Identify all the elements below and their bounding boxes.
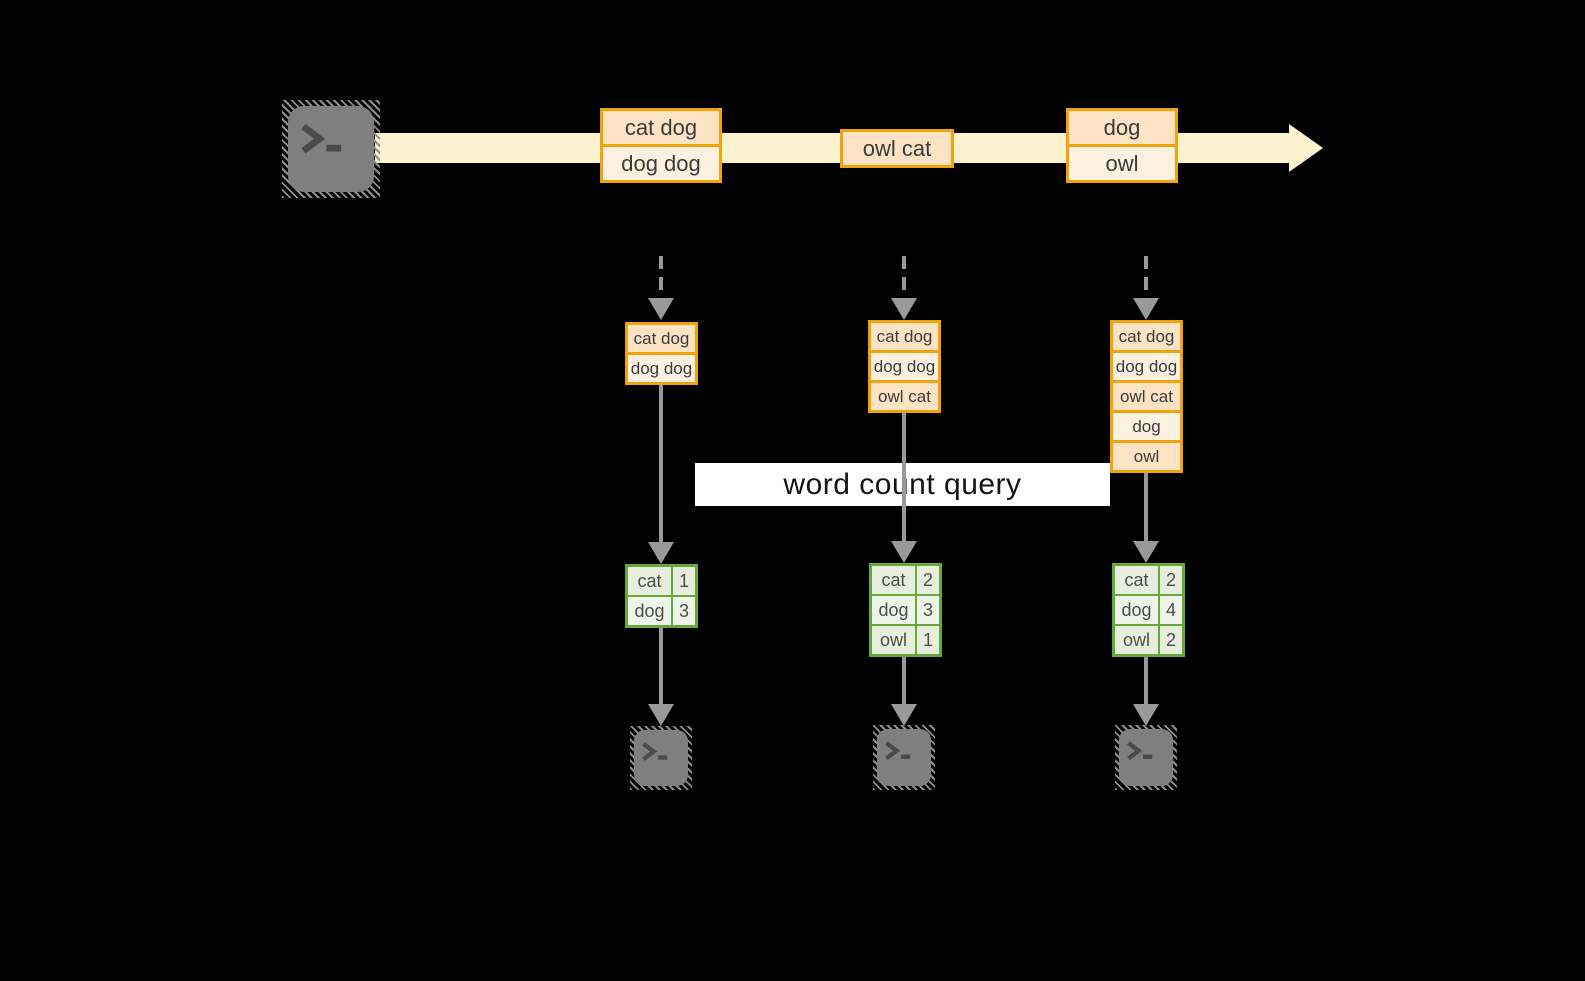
arrowhead-icon bbox=[648, 542, 674, 564]
count-word-cell: cat bbox=[872, 566, 915, 594]
consumer-terminal-icon-2 bbox=[873, 725, 935, 790]
arrowhead-icon bbox=[891, 541, 917, 563]
state-row: dog bbox=[1110, 410, 1183, 443]
count-value-cell: 1 bbox=[917, 626, 939, 654]
state-box-2: cat dog dog dog owl cat bbox=[868, 320, 941, 413]
state-row: owl cat bbox=[1110, 380, 1183, 413]
solid-connector bbox=[659, 383, 663, 542]
terminal-prompt-icon bbox=[301, 123, 341, 154]
dashed-connector bbox=[902, 256, 906, 298]
arrowhead-icon bbox=[1133, 298, 1159, 320]
count-word-cell: owl bbox=[1115, 626, 1158, 654]
count-word-cell: owl bbox=[872, 626, 915, 654]
count-value-cell: 2 bbox=[1160, 566, 1182, 594]
arrowhead-icon bbox=[891, 704, 917, 726]
stream-event-row: dog bbox=[1066, 108, 1178, 147]
state-row: dog dog bbox=[1110, 350, 1183, 383]
count-word-cell: dog bbox=[1115, 596, 1158, 624]
count-value-cell: 3 bbox=[673, 597, 695, 625]
arrowhead-icon bbox=[648, 298, 674, 320]
count-value-cell: 3 bbox=[917, 596, 939, 624]
state-box-3: cat dog dog dog owl cat dog owl bbox=[1110, 320, 1183, 473]
consumer-terminal-icon-1 bbox=[630, 726, 692, 790]
state-row: dog dog bbox=[868, 350, 941, 383]
state-row: cat dog bbox=[1110, 320, 1183, 353]
terminal-prompt-icon bbox=[1127, 741, 1153, 760]
count-value-cell: 4 bbox=[1160, 596, 1182, 624]
solid-connector bbox=[902, 411, 906, 541]
stream-event-box-1: cat dog dog dog bbox=[600, 108, 722, 183]
count-table-2: cat 2 dog 3 owl 1 bbox=[869, 563, 942, 657]
solid-connector bbox=[902, 657, 906, 704]
count-word-cell: cat bbox=[1115, 566, 1158, 594]
count-table-1: cat 1 dog 3 bbox=[625, 564, 698, 628]
count-word-cell: dog bbox=[628, 597, 671, 625]
count-value-cell: 2 bbox=[1160, 626, 1182, 654]
count-word-cell: cat bbox=[628, 567, 671, 595]
stream-arrowhead-icon bbox=[1289, 124, 1323, 172]
arrowhead-icon bbox=[1133, 704, 1159, 726]
dashed-connector bbox=[1144, 256, 1148, 298]
state-row: owl cat bbox=[868, 380, 941, 413]
count-word-cell: dog bbox=[872, 596, 915, 624]
stream-event-row: owl cat bbox=[840, 129, 954, 168]
source-terminal-icon bbox=[282, 100, 380, 198]
count-table-3: cat 2 dog 4 owl 2 bbox=[1112, 563, 1185, 657]
state-row: owl bbox=[1110, 440, 1183, 473]
stream-event-box-2: owl cat bbox=[840, 129, 954, 168]
stream-event-row: owl bbox=[1066, 144, 1178, 183]
arrowhead-icon bbox=[648, 704, 674, 726]
stream-event-row: dog dog bbox=[600, 144, 722, 183]
arrowhead-icon bbox=[891, 298, 917, 320]
terminal-prompt-icon bbox=[885, 741, 911, 760]
solid-connector bbox=[659, 628, 663, 704]
state-row: cat dog bbox=[625, 322, 698, 355]
count-value-cell: 1 bbox=[673, 567, 695, 595]
solid-connector bbox=[1144, 657, 1148, 704]
state-box-1: cat dog dog dog bbox=[625, 322, 698, 385]
stream-event-box-3: dog owl bbox=[1066, 108, 1178, 183]
solid-connector bbox=[1144, 471, 1148, 541]
stream-event-row: cat dog bbox=[600, 108, 722, 147]
state-row: cat dog bbox=[868, 320, 941, 353]
dashed-connector bbox=[659, 256, 663, 298]
state-row: dog dog bbox=[625, 352, 698, 385]
arrowhead-icon bbox=[1133, 541, 1159, 563]
consumer-terminal-icon-3 bbox=[1115, 725, 1177, 790]
terminal-prompt-icon bbox=[642, 741, 668, 761]
count-value-cell: 2 bbox=[917, 566, 939, 594]
